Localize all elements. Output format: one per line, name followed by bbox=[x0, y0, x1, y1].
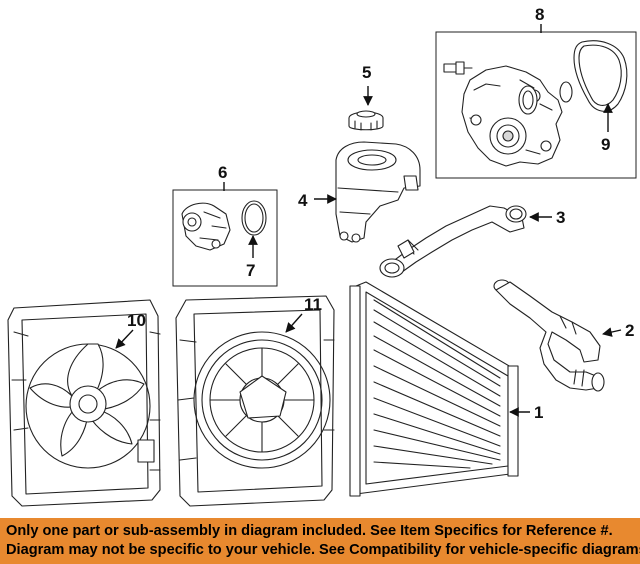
callout-5: 5 bbox=[362, 63, 371, 82]
lower-radiator-hose-illustration bbox=[493, 279, 605, 392]
leader-10 bbox=[115, 329, 134, 349]
callout-3: 3 bbox=[556, 208, 565, 227]
disclaimer-line-1: Only one part or sub-assembly in diagram… bbox=[6, 523, 613, 539]
cooling-fan-assembly-illustration bbox=[7, 299, 161, 507]
fan-shroud-illustration bbox=[175, 295, 335, 507]
callout-2: 2 bbox=[625, 321, 634, 340]
disclaimer-banner: Only one part or sub-assembly in diagram… bbox=[0, 518, 640, 564]
leader-11 bbox=[285, 313, 303, 333]
parts-diagram: 8 9 5 4 6 7 bbox=[7, 5, 637, 507]
callout-1: 1 bbox=[534, 403, 543, 422]
radiator-illustration bbox=[349, 281, 519, 497]
water-pump-illustration bbox=[443, 40, 628, 167]
callout-10: 10 bbox=[127, 311, 146, 330]
leader-2 bbox=[602, 327, 622, 337]
callout-11: 11 bbox=[304, 295, 322, 314]
temperature-sensor-drawing bbox=[443, 61, 473, 75]
callout-6: 6 bbox=[218, 163, 227, 182]
callout-7: 7 bbox=[246, 261, 255, 280]
callout-9: 9 bbox=[601, 135, 610, 154]
thermostat-illustration bbox=[181, 200, 267, 251]
disclaimer-line-2: Diagram may not be specific to your vehi… bbox=[6, 542, 640, 558]
upper-radiator-hose-illustration bbox=[379, 205, 527, 278]
water-pump-kit-box bbox=[435, 31, 637, 179]
callout-4: 4 bbox=[298, 191, 308, 210]
thermostat-kit-box bbox=[172, 189, 278, 287]
expansion-tank-illustration bbox=[335, 141, 421, 243]
expansion-tank-cap-illustration bbox=[348, 110, 384, 131]
callout-8: 8 bbox=[535, 5, 544, 24]
